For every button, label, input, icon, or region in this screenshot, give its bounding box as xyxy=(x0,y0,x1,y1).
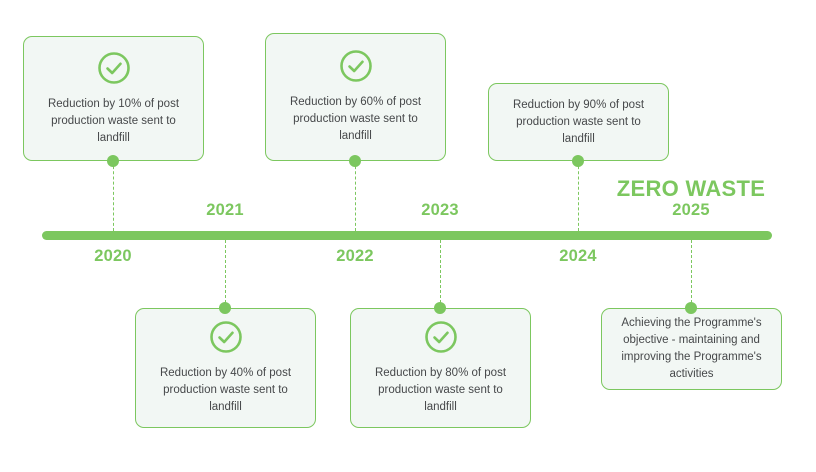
year-label-2025: 2025 xyxy=(672,201,710,219)
milestone-card-2021[interactable]: Reduction by 40% of post production wast… xyxy=(135,308,316,428)
milestone-card-2020[interactable]: Reduction by 10% of post production wast… xyxy=(23,36,204,161)
connector-line-2024 xyxy=(578,161,579,231)
milestone-card-text: Achieving the Programme's objective - ma… xyxy=(621,317,762,380)
milestone-card-2025[interactable]: Achieving the Programme's objective - ma… xyxy=(601,308,782,390)
zero-waste-headline: ZERO WASTE xyxy=(616,176,766,201)
connector-line-2022 xyxy=(355,161,356,231)
connector-line-2020 xyxy=(113,161,114,231)
connector-dot-2023 xyxy=(434,302,446,314)
year-label-2021: 2021 xyxy=(206,201,244,219)
connector-line-2023 xyxy=(440,240,441,308)
milestone-card-2022[interactable]: Reduction by 60% of post production wast… xyxy=(265,33,446,161)
connector-line-2021 xyxy=(225,240,226,308)
connector-dot-2022 xyxy=(349,155,361,167)
milestone-card-text: Reduction by 60% of post production wast… xyxy=(289,96,422,142)
milestone-card-text: Reduction by 90% of post production wast… xyxy=(512,98,645,145)
year-label-2022: 2022 xyxy=(336,247,374,265)
year-label-2024: 2024 xyxy=(559,247,597,265)
check-circle-icon xyxy=(209,321,242,353)
check-circle-icon xyxy=(424,321,457,353)
connector-dot-2020 xyxy=(107,155,119,167)
milestone-card-2023[interactable]: Reduction by 80% of post production wast… xyxy=(350,308,531,428)
check-circle-icon xyxy=(339,50,372,82)
year-label-2020: 2020 xyxy=(94,247,132,265)
milestone-card-text: Reduction by 10% of post production wast… xyxy=(47,97,180,144)
milestone-card-text: Reduction by 80% of post production wast… xyxy=(374,367,507,413)
year-label-2023: 2023 xyxy=(421,201,459,219)
timeline-bar xyxy=(42,231,772,240)
connector-dot-2025 xyxy=(685,302,697,314)
connector-dot-2021 xyxy=(219,302,231,314)
connector-line-2025 xyxy=(691,240,692,308)
check-circle-icon xyxy=(97,51,130,84)
milestone-card-2024[interactable]: Reduction by 90% of post production wast… xyxy=(488,83,669,161)
connector-dot-2024 xyxy=(572,155,584,167)
milestone-card-text: Reduction by 40% of post production wast… xyxy=(159,367,292,413)
